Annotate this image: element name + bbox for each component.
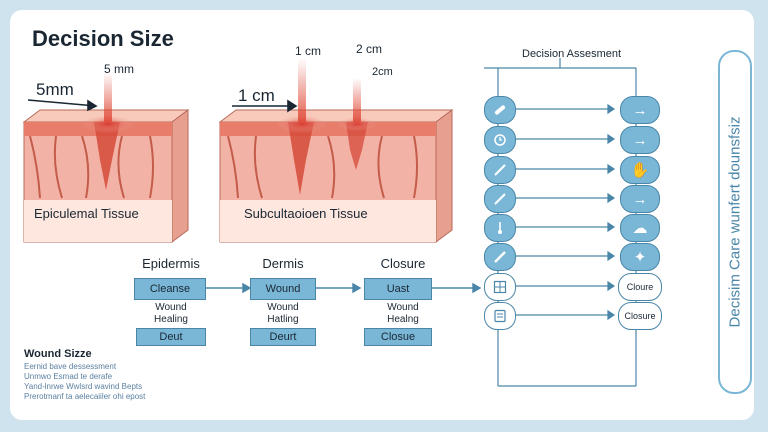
tissue-label-left: Epiculemal Tissue [34, 206, 139, 221]
flow-middle-3: Wound Healng [358, 302, 448, 326]
flow-middle-line: Wound [267, 302, 299, 313]
flow-middle-line: Hatling [267, 314, 299, 325]
tissue-block-right [218, 58, 454, 243]
hand-icon: ✋ [620, 156, 660, 184]
measure-label-1cm: 1 cm [238, 86, 275, 105]
decision-node-closure: Closure [618, 302, 662, 330]
legend-title: Wound Sizze [24, 348, 92, 360]
flow-box-uast: Uast [364, 278, 432, 300]
flow-heading-closure: Closure [380, 256, 426, 271]
flow-box-closue: Closue [364, 328, 432, 346]
side-panel-text: Decisim Care wunfert dounsfsiz [726, 116, 744, 328]
arrow-right-icon: → [620, 126, 660, 154]
flow-middle-2: Wound Hatling [238, 302, 328, 326]
cloud-icon: ☁ [620, 214, 660, 242]
flow-middle-1: Wound Healing [126, 302, 216, 326]
measure-label-5mm-top: 5 mm [104, 62, 134, 76]
measure-label-2cm: 2cm [372, 66, 393, 78]
flow-middle-line: Healng [387, 314, 419, 325]
flow-arrows [204, 282, 482, 294]
measure-arrow-left [27, 99, 98, 112]
grid-icon [484, 273, 516, 301]
flow-heading-dermis: Dermis [262, 256, 304, 271]
arrow-right-icon: → [620, 96, 660, 124]
syringe-icon [484, 243, 516, 271]
document-icon [484, 302, 516, 330]
page-title: Decision Size [32, 26, 174, 51]
flow-box-wound: Wound [250, 278, 316, 300]
flow-box-deurt: Deurt [250, 328, 316, 346]
tissue-illustrations [22, 58, 637, 387]
decision-node-cloure: Cloure [618, 273, 662, 301]
tissue-label-right: Subcultaoioen Tissue [244, 206, 368, 221]
legend-line: Unmwo Esmad te derafe [24, 372, 113, 381]
flow-heading-epidermis: Epidermis [142, 256, 200, 271]
flow-middle-line: Wound [155, 302, 187, 313]
scalpel-icon [484, 185, 516, 213]
bandage-icon [484, 96, 516, 124]
flow-box-deut: Deut [136, 328, 206, 346]
legend-line: Prerotmanf ta aelecaiiler ohi epost [24, 392, 146, 401]
tissue-block-left [22, 72, 190, 243]
legend-line: Eernid bave dessessment [24, 362, 117, 371]
flow-middle-line: Healing [154, 314, 188, 325]
scalpel-icon [484, 156, 516, 184]
side-panel: Decisim Care wunfert dounsfsiz [718, 50, 752, 394]
flow-middle-line: Wound [387, 302, 419, 313]
measure-arrow-right [232, 99, 298, 113]
decision-title: Decision Assesment [522, 48, 622, 60]
arrow-right-icon: → [620, 185, 660, 213]
clock-icon [484, 126, 516, 154]
measure-label-5mm: 5mm [36, 80, 74, 99]
drip-icon [484, 214, 516, 242]
flow-box-cleanse: Cleanse [134, 278, 206, 300]
measure-label-1cm-top: 1 cm [295, 44, 322, 58]
bandage-icon: ✦ [620, 243, 660, 271]
measure-label-2cm-top: 2 cm [356, 42, 383, 56]
diagram-card: Decision Size [10, 10, 754, 420]
legend-line: Yand-lnrwe Wwlsrd wavind Bepts [24, 382, 143, 391]
